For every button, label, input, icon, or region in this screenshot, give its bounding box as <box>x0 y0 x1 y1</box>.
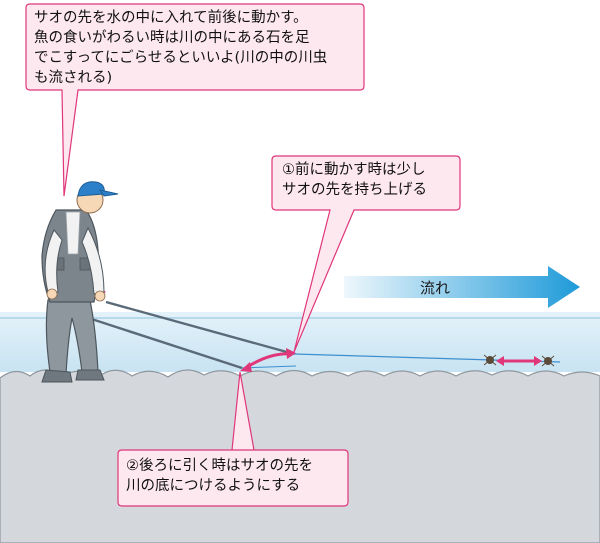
callout-step2-text: ②後ろに引く時はサオの先を 川の底につけるようにする <box>126 456 356 496</box>
arrow-rodtip-motion <box>240 348 296 372</box>
bait-left <box>483 354 497 366</box>
rod-upper <box>105 300 295 356</box>
callout-top-line: サオの先を水の中に入れて前後に動かす。 <box>34 10 308 26</box>
flow-label: 流れ <box>420 279 450 297</box>
callout-top-line: でこすってにごらせるといいよ(川の中の川虫 <box>34 50 328 66</box>
angler-figure <box>41 181 119 383</box>
callout-top-line: も流される) <box>34 70 113 86</box>
callout-step2-line: 川の底につけるようにする <box>126 478 301 494</box>
flow-arrow <box>344 266 580 308</box>
bait-right <box>541 355 555 367</box>
callout-step2-bubble <box>117 371 349 507</box>
callout-top-text: サオの先を水の中に入れて前後に動かす。 魚の食いがわるい時は川の中にある石を足 … <box>34 8 354 88</box>
callout-step2-line: ②後ろに引く時はサオの先を <box>126 458 313 474</box>
callout-top-line: 魚の食いがわるい時は川の中にある石を足 <box>34 30 310 46</box>
callout-step1-line: ①前に動かす時は少し <box>282 162 426 178</box>
arrow-bait-motion <box>496 356 542 366</box>
callout-step1-line: サオの先を持ち上げる <box>282 182 427 198</box>
callout-step1-bubble <box>271 155 461 353</box>
callout-top-bubble <box>25 3 365 197</box>
rod-lower <box>69 310 243 370</box>
callout-step1-text: ①前に動かす時は少し サオの先を持ち上げる <box>282 160 452 200</box>
